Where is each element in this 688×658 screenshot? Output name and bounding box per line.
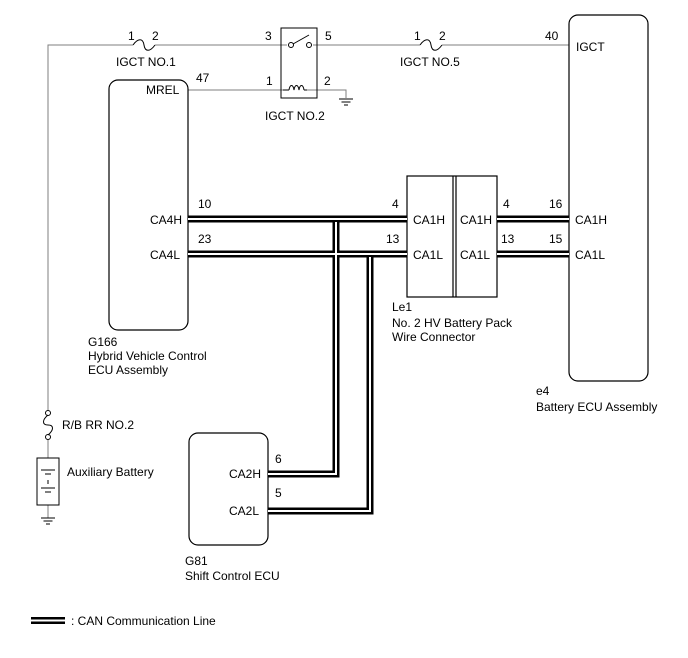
svg-text:CA4L: CA4L xyxy=(150,248,180,262)
svg-text:IGCT NO.1: IGCT NO.1 xyxy=(116,55,176,69)
svg-text:e4: e4 xyxy=(536,384,550,398)
relay-ground-icon xyxy=(339,98,353,106)
svg-text:2: 2 xyxy=(439,29,446,43)
svg-text:5: 5 xyxy=(325,29,332,43)
svg-text:1: 1 xyxy=(414,29,421,43)
svg-text:Hybrid Vehicle Control: Hybrid Vehicle Control xyxy=(88,349,207,363)
svg-text:2: 2 xyxy=(324,74,331,88)
legend: : CAN Communication Line xyxy=(31,614,216,628)
svg-text:CA1L: CA1L xyxy=(460,248,490,262)
svg-text:CA2L: CA2L xyxy=(229,504,259,518)
svg-text:CA1L: CA1L xyxy=(413,248,443,262)
shift-control-ecu: CA2H CA2L 6 5 G81 Shift Control ECU xyxy=(185,432,282,583)
svg-text:40: 40 xyxy=(545,29,559,43)
svg-text:CA1L: CA1L xyxy=(575,248,605,262)
igct-no5-fuse: 1 2 IGCT NO.5 xyxy=(400,29,460,69)
svg-text:Battery ECU Assembly: Battery ECU Assembly xyxy=(536,400,657,414)
power-wiring xyxy=(47,44,570,518)
svg-text:Le1: Le1 xyxy=(392,300,412,314)
svg-text:15: 15 xyxy=(549,232,563,246)
svg-text:IGCT NO.5: IGCT NO.5 xyxy=(400,55,460,69)
svg-text:CA1H: CA1H xyxy=(575,213,607,227)
svg-text:2: 2 xyxy=(152,29,159,43)
svg-text:IGCT NO.2: IGCT NO.2 xyxy=(265,109,325,123)
svg-text:Auxiliary Battery: Auxiliary Battery xyxy=(67,465,154,479)
hv-battery-pack-connector: CA1H CA1L CA1H CA1L 4 13 4 13 Le1 No. 2 … xyxy=(386,175,515,344)
svg-text:13: 13 xyxy=(386,232,400,246)
battery-ground-icon xyxy=(41,517,55,525)
svg-text:6: 6 xyxy=(275,452,282,466)
auxiliary-battery-icon: Auxiliary Battery xyxy=(36,457,154,506)
svg-text:1: 1 xyxy=(128,29,135,43)
svg-text:Wire Connector: Wire Connector xyxy=(392,330,475,344)
svg-text:CA1H: CA1H xyxy=(460,213,492,227)
svg-text:4: 4 xyxy=(392,197,399,211)
rb-rr-no2-fuse: R/B RR NO.2 xyxy=(43,410,134,440)
svg-text:3: 3 xyxy=(265,29,272,43)
igct-no1-fuse: 1 2 IGCT NO.1 xyxy=(116,29,176,69)
svg-text:5: 5 xyxy=(275,486,282,500)
svg-text:No. 2 HV Battery Pack: No. 2 HV Battery Pack xyxy=(392,316,513,330)
svg-text:: CAN Communication Line: : CAN Communication Line xyxy=(71,614,216,628)
svg-text:47: 47 xyxy=(196,71,210,85)
igct-no2-relay: 3 5 1 2 IGCT NO.2 xyxy=(265,27,332,123)
svg-text:23: 23 xyxy=(198,232,212,246)
svg-text:CA2H: CA2H xyxy=(229,467,261,481)
svg-text:G81: G81 xyxy=(185,554,208,568)
battery-ecu-assembly: IGCT 40 CA1H CA1L 16 15 e4 Battery ECU A… xyxy=(536,14,657,414)
svg-text:16: 16 xyxy=(549,197,563,211)
svg-text:4: 4 xyxy=(503,197,510,211)
svg-text:13: 13 xyxy=(501,232,515,246)
svg-text:CA4H: CA4H xyxy=(150,213,182,227)
svg-text:ECU Assembly: ECU Assembly xyxy=(88,363,168,377)
svg-text:G166: G166 xyxy=(88,335,118,349)
svg-text:1: 1 xyxy=(266,74,273,88)
svg-text:10: 10 xyxy=(198,197,212,211)
hv-control-ecu: MREL 47 CA4H CA4L 10 23 G166 Hybrid Vehi… xyxy=(88,71,212,377)
svg-text:MREL: MREL xyxy=(146,83,180,97)
svg-text:IGCT: IGCT xyxy=(576,40,605,54)
svg-text:CA1H: CA1H xyxy=(413,213,445,227)
svg-text:Shift Control ECU: Shift Control ECU xyxy=(185,569,280,583)
svg-text:R/B RR NO.2: R/B RR NO.2 xyxy=(62,418,134,432)
can-bus-lines xyxy=(188,215,569,515)
